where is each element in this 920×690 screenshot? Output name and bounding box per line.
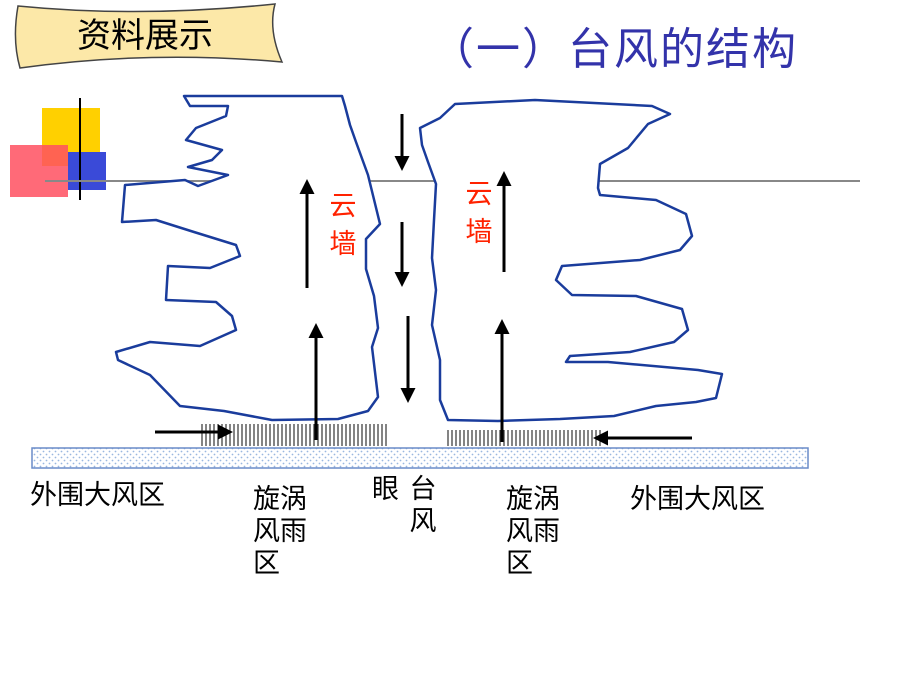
page-title: （一）台风的结构: [430, 24, 798, 75]
cloud-right: [418, 98, 724, 423]
decorative-squares: [10, 98, 860, 200]
cloud-wall-label-left: 云 墙: [329, 191, 357, 260]
airflow-arrows: [155, 114, 692, 446]
surface-wind-hatch-right: [447, 430, 601, 446]
label-vortex-rain-right: 旋涡 风雨 区: [506, 484, 560, 579]
label-vortex-rain-left: 旋涡 风雨 区: [253, 484, 307, 579]
section-banner: [14, 3, 284, 69]
ground-surface: [31, 447, 809, 469]
banner-label: 资料展示: [77, 16, 213, 56]
label-outer-strong-wind-right: 外围大风区: [630, 484, 765, 515]
cloud-left: [114, 94, 382, 422]
label-eye-a: 眼: [372, 474, 399, 505]
surface-wind-hatch-left: [201, 424, 387, 446]
cloud-wall-label-right: 云 墙: [465, 179, 493, 248]
label-eye-b: 台 风: [409, 474, 437, 537]
label-outer-strong-wind-left: 外围大风区: [30, 480, 165, 511]
